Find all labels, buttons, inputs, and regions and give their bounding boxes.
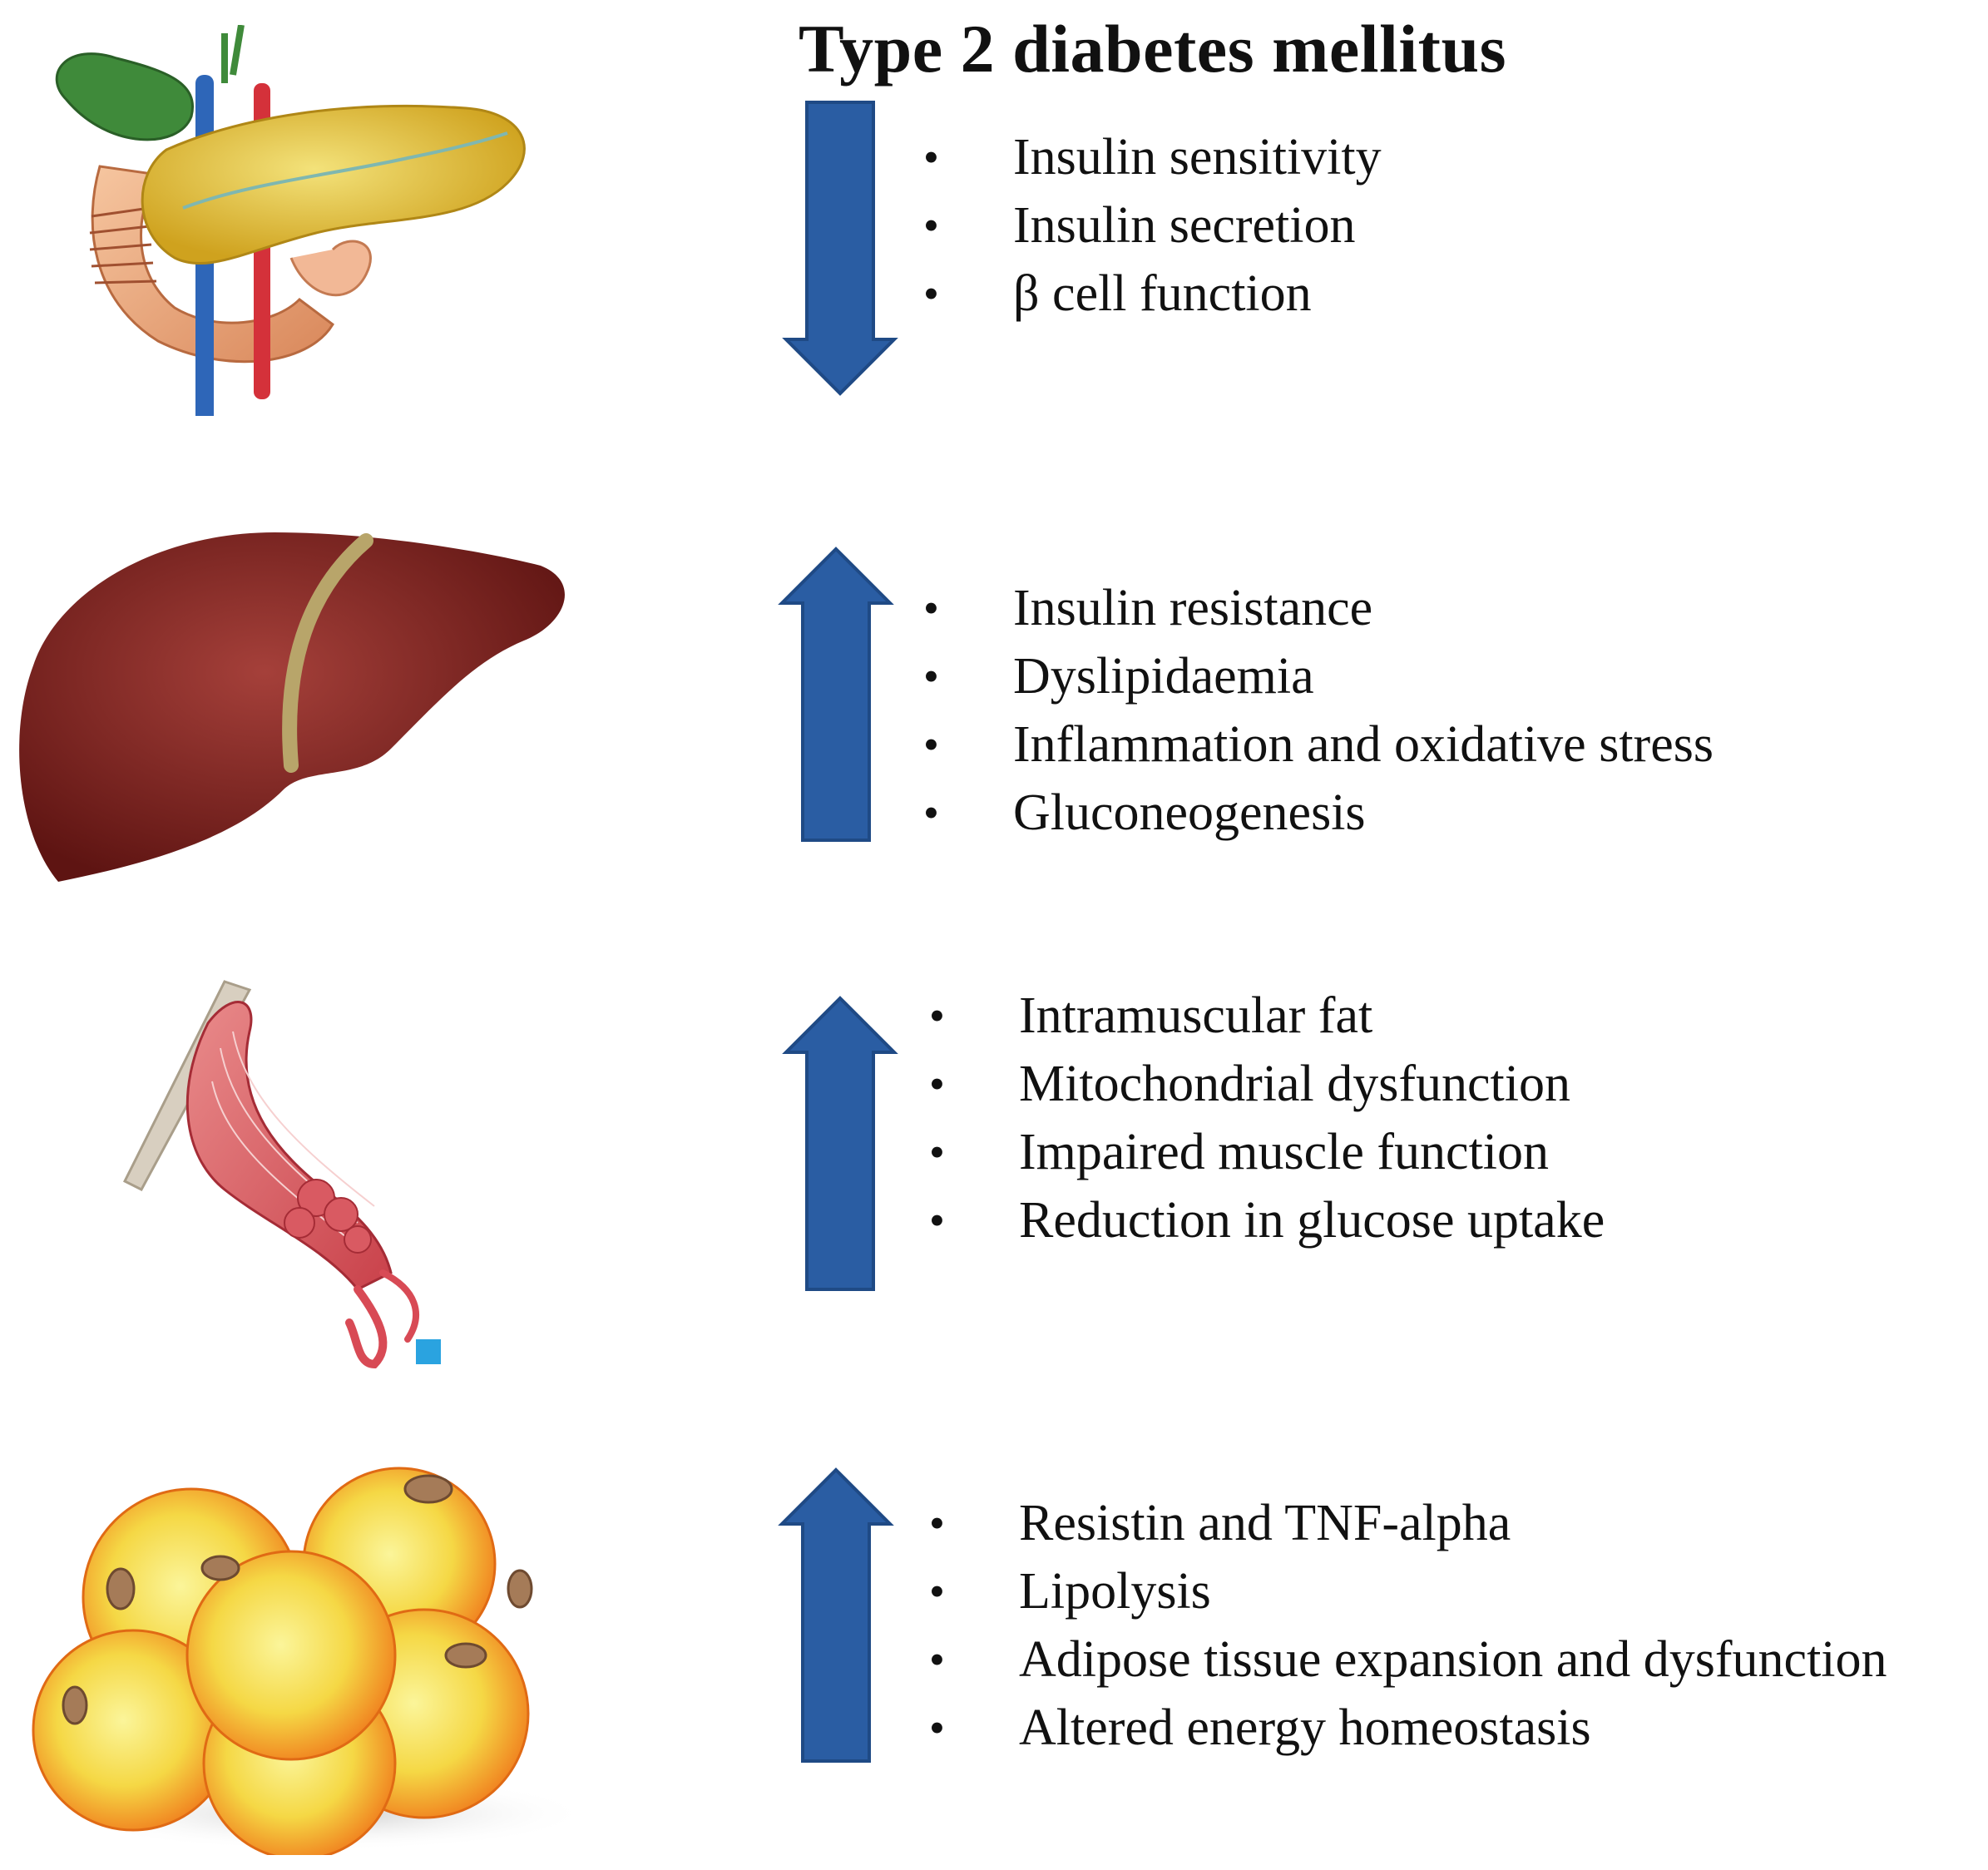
muscle-effects-list: •Intramuscular fat •Mitochondrial dysfun… <box>929 982 1605 1254</box>
list-item: •Insulin sensitivity <box>923 123 1382 191</box>
bullet-icon: • <box>929 1498 945 1548</box>
list-item: •Impaired muscle function <box>929 1118 1605 1186</box>
bullet-icon: • <box>923 720 939 769</box>
bullet-icon: • <box>929 1059 945 1109</box>
list-item: •Insulin secretion <box>923 191 1382 260</box>
up-arrow-icon <box>778 547 894 842</box>
list-item: •Mitochondrial dysfunction <box>929 1050 1605 1118</box>
list-item: •Resistin and TNF-alpha <box>929 1489 1887 1557</box>
bullet-icon: • <box>929 1703 945 1753</box>
pancreas-icon <box>55 25 526 416</box>
bullet-icon: • <box>923 583 939 633</box>
pancreas-effects-list: •Insulin sensitivity •Insulin secretion … <box>923 123 1382 328</box>
list-item: •Reduction in glucose uptake <box>929 1186 1605 1254</box>
adipose-effects-list: •Resistin and TNF-alpha •Lipolysis •Adip… <box>929 1489 1887 1762</box>
list-item: •β cell function <box>923 260 1382 328</box>
list-item: •Insulin resistance <box>923 574 1714 642</box>
list-item: •Gluconeogenesis <box>923 779 1714 847</box>
list-item: •Lipolysis <box>929 1557 1887 1625</box>
bullet-icon: • <box>929 991 945 1041</box>
up-arrow-icon <box>778 1467 894 1763</box>
up-arrow-icon <box>782 996 898 1291</box>
figure-title: Type 2 diabetes mellitus <box>799 11 1506 87</box>
bullet-icon: • <box>923 132 939 182</box>
bullet-icon: • <box>923 269 939 319</box>
list-item: •Altered energy homeostasis <box>929 1694 1887 1762</box>
bullet-icon: • <box>923 788 939 838</box>
bullet-icon: • <box>923 200 939 250</box>
bullet-icon: • <box>923 651 939 701</box>
bullet-icon: • <box>929 1635 945 1684</box>
list-item: •Adipose tissue expansion and dysfunctio… <box>929 1625 1887 1694</box>
liver-effects-list: •Insulin resistance •Dyslipidaemia •Infl… <box>923 574 1714 847</box>
list-item: •Dyslipidaemia <box>923 642 1714 710</box>
adipose-cells-icon <box>32 1467 591 1855</box>
liver-icon <box>19 532 565 882</box>
list-item: •Inflammation and oxidative stress <box>923 710 1714 779</box>
bullet-icon: • <box>929 1127 945 1177</box>
list-item: •Intramuscular fat <box>929 982 1605 1050</box>
down-arrow-icon <box>782 101 898 396</box>
bullet-icon: • <box>929 1195 945 1245</box>
muscle-icon <box>122 980 441 1369</box>
bullet-icon: • <box>929 1566 945 1616</box>
